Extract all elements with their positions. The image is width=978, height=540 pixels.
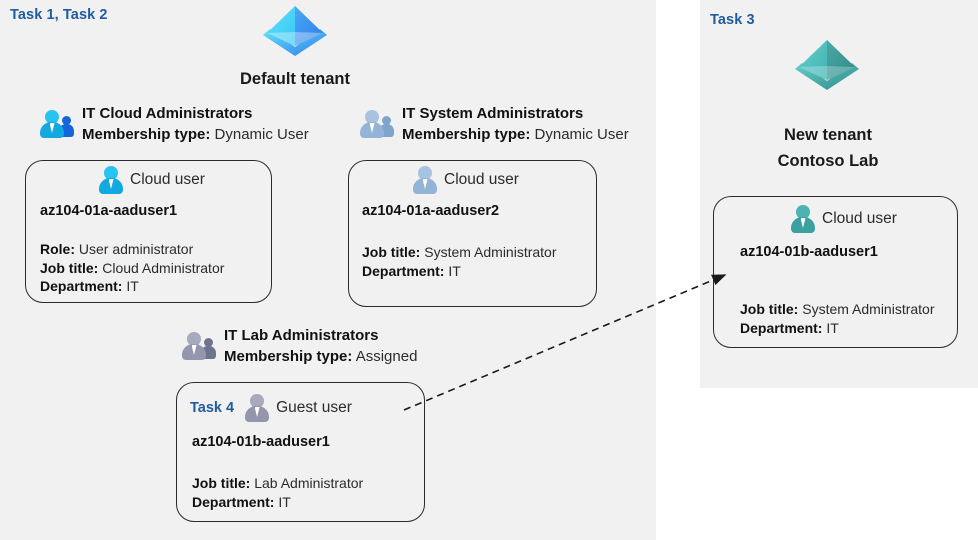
attribute-row: Job title: Lab Administrator xyxy=(192,474,363,493)
attribute-value: System Administrator xyxy=(802,301,935,317)
user-card-aaduser1-a[interactable] xyxy=(25,160,272,303)
user-card-header: Task 4 Guest user xyxy=(190,394,352,422)
attribute-label: Job title: xyxy=(40,259,99,276)
group-membership-type: Membership type: Assigned xyxy=(224,347,417,366)
membership-type-label: Membership type: xyxy=(82,126,211,143)
group-it-lab-administrators: IT Lab Administrators Membership type: A… xyxy=(182,326,417,366)
user-name: az104-01b-aaduser1 xyxy=(192,434,330,450)
user-type-label: Cloud user xyxy=(444,171,519,188)
attribute-row: Department: IT xyxy=(40,277,224,296)
new-tenant-label-line2: Contoso Lab xyxy=(777,152,879,170)
attribute-value: System Administrator xyxy=(424,244,557,260)
attribute-label: Department: xyxy=(362,262,445,279)
azure-ad-tenant-icon-default xyxy=(258,2,332,64)
attribute-row: Job title: Cloud Administrator xyxy=(40,259,224,278)
user-card-aaduser1-b-cloud[interactable] xyxy=(713,196,958,348)
attribute-label: Role: xyxy=(40,241,75,257)
user-type-label: Guest user xyxy=(276,399,352,416)
task-tag-right-panel: Task 3 xyxy=(710,12,755,28)
attribute-value: IT xyxy=(126,278,139,294)
group-title: IT Cloud Administrators xyxy=(82,105,253,122)
cloud-user-icon xyxy=(412,166,438,194)
user-name: az104-01b-aaduser1 xyxy=(740,244,878,260)
attribute-value: IT xyxy=(448,262,461,279)
user-attributes: Job title: Lab Administrator Department:… xyxy=(192,474,363,511)
group-it-system-administrators: IT System Administrators Membership type… xyxy=(360,104,629,144)
task-tag-guest-user: Task 4 xyxy=(190,400,235,416)
attribute-label: Job title: xyxy=(192,475,251,491)
attribute-label: Department: xyxy=(192,493,275,510)
user-card-header: Cloud user xyxy=(790,205,897,233)
group-title: IT System Administrators xyxy=(402,105,584,122)
attribute-value: Cloud Administrator xyxy=(102,259,225,276)
cloud-user-icon xyxy=(98,166,124,194)
attribute-label: Job title: xyxy=(740,301,799,317)
attribute-row: Job title: System Administrator xyxy=(362,243,557,262)
membership-type-label: Membership type: xyxy=(402,126,531,143)
group-users-icon xyxy=(360,108,394,138)
membership-type-value: Dynamic User xyxy=(534,126,629,143)
attribute-row: Department: IT xyxy=(740,319,935,338)
user-card-header: Cloud user xyxy=(412,166,519,194)
group-it-cloud-administrators: IT Cloud Administrators Membership type:… xyxy=(40,104,309,144)
group-membership-type: Membership type: Dynamic User xyxy=(82,125,309,144)
attribute-value: IT xyxy=(278,493,291,510)
attribute-value: Lab Administrator xyxy=(254,475,364,491)
attribute-value: User administrator xyxy=(78,241,194,257)
group-title: IT Lab Administrators xyxy=(224,327,379,344)
user-attributes: Job title: System Administrator Departme… xyxy=(740,300,935,337)
cloud-user-icon xyxy=(790,205,816,233)
group-users-icon xyxy=(182,330,216,360)
default-tenant-label: Default tenant xyxy=(239,70,350,88)
attribute-row: Department: IT xyxy=(362,262,557,281)
group-users-icon xyxy=(40,108,74,138)
user-attributes: Role: User administrator Job title: Clou… xyxy=(40,240,224,296)
attribute-value: IT xyxy=(826,319,839,336)
guest-user-icon xyxy=(244,394,270,422)
group-membership-type: Membership type: Dynamic User xyxy=(402,125,629,144)
task-tag-left-panel: Task 1, Task 2 xyxy=(10,7,108,23)
user-name: az104-01a-aaduser1 xyxy=(40,203,178,219)
user-name: az104-01a-aaduser2 xyxy=(362,203,500,219)
new-tenant-label-line1: New tenant xyxy=(783,126,872,144)
attribute-row: Job title: System Administrator xyxy=(740,300,935,319)
membership-type-value: Dynamic User xyxy=(214,126,309,143)
attribute-row: Role: User administrator xyxy=(40,240,224,259)
attribute-label: Job title: xyxy=(362,244,421,260)
azure-ad-tenant-icon-new xyxy=(790,36,864,98)
user-type-label: Cloud user xyxy=(130,171,205,188)
attribute-label: Department: xyxy=(40,278,123,294)
membership-type-label: Membership type: xyxy=(224,348,353,365)
membership-type-value: Assigned xyxy=(355,348,418,365)
user-card-aaduser1-b-guest[interactable] xyxy=(176,382,425,522)
attribute-row: Department: IT xyxy=(192,493,363,512)
user-attributes: Job title: System Administrator Departme… xyxy=(362,243,557,280)
user-type-label: Cloud user xyxy=(822,210,897,227)
user-card-header: Cloud user xyxy=(98,166,205,194)
attribute-label: Department: xyxy=(740,319,823,336)
